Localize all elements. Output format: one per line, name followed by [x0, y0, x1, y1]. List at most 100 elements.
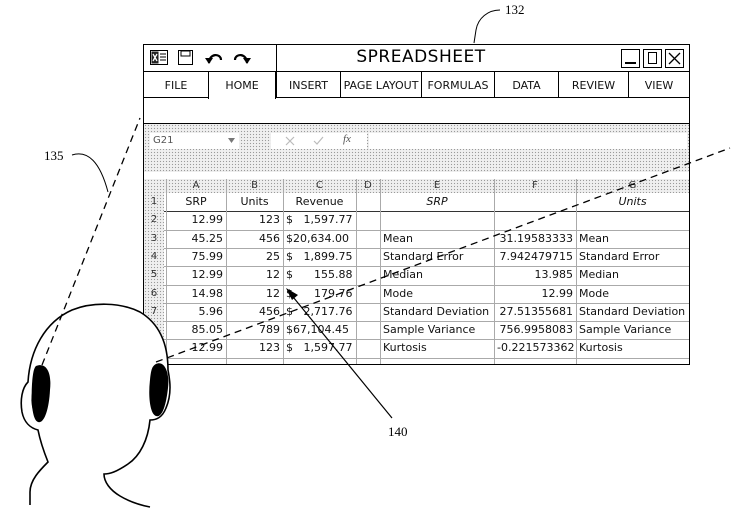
cell-f6[interactable]: 12.99	[541, 286, 574, 300]
cell-c1[interactable]: Revenue	[295, 195, 344, 208]
minimize-button[interactable]	[621, 49, 640, 68]
cell-c8[interactable]: $67,104.45	[286, 323, 349, 337]
redo-icon[interactable]	[230, 50, 252, 65]
column-header-f[interactable]: F	[532, 180, 538, 191]
cell-g7[interactable]: Standard Deviation	[579, 304, 686, 318]
tab-formulas[interactable]: FORMULAS	[422, 72, 495, 97]
tab-page-layout[interactable]: PAGE LAYOUT	[341, 72, 422, 97]
cell-a1[interactable]: SRP	[185, 195, 207, 208]
tab-view[interactable]: VIEW	[644, 79, 674, 92]
cell-c4[interactable]: $ 1,899.75	[286, 249, 353, 263]
row-header-3[interactable]: 3	[150, 232, 158, 244]
right-ear-icon	[157, 387, 165, 415]
cell-c9[interactable]: $ 1,597.77	[286, 341, 353, 355]
column-header-b[interactable]: B	[251, 180, 258, 191]
undo-icon[interactable]	[204, 50, 226, 65]
cell-g5[interactable]: Median	[579, 268, 620, 282]
cell-e9[interactable]: Kurtosis	[383, 341, 427, 355]
tab-review[interactable]: REVIEW	[559, 72, 629, 97]
column-header-e[interactable]: E	[433, 180, 441, 191]
cell-g3[interactable]: Mean	[579, 231, 609, 245]
title-bar: SPREADSHEET	[144, 45, 689, 72]
tab-insert[interactable]: INSERT	[276, 72, 341, 97]
column-header-d[interactable]: D	[364, 180, 372, 191]
cell-g8[interactable]: Sample Variance	[579, 323, 672, 337]
formula-bar: G21 fx	[144, 124, 689, 172]
cell-a4[interactable]: 75.99	[191, 249, 224, 263]
cell-b8[interactable]: 789	[259, 323, 280, 337]
cell-b3[interactable]: 456	[259, 231, 280, 245]
column-header-g[interactable]: G	[628, 180, 637, 191]
cell-a3[interactable]: 45.25	[191, 231, 224, 245]
leader-line-135	[71, 153, 109, 193]
cell-c3[interactable]: $20,634.00	[286, 231, 349, 245]
row-header-5[interactable]: 5	[150, 269, 158, 281]
excel-logo-icon[interactable]	[150, 50, 168, 65]
cell-g9[interactable]: Kurtosis	[579, 341, 623, 355]
row-header-2[interactable]: 2	[150, 214, 158, 226]
row-header-1[interactable]: 1	[150, 196, 158, 207]
tab-home[interactable]: HOME	[208, 72, 276, 99]
row-header-6[interactable]: 6	[150, 287, 158, 299]
dropdown-arrow-icon[interactable]	[228, 138, 235, 143]
row-gridline	[164, 302, 689, 304]
save-icon[interactable]	[178, 50, 193, 65]
ribbon-tabs: FILE HOME INSERT PAGE LAYOUT FORMULAS DA…	[144, 72, 689, 99]
column-gridline	[380, 179, 381, 364]
cell-f3[interactable]: 31.19583333	[499, 231, 573, 245]
cell-g6[interactable]: Mode	[579, 286, 609, 300]
cell-e4[interactable]: Standard Error	[383, 249, 464, 263]
cell-f7[interactable]: 27.51355681	[499, 304, 573, 318]
name-box[interactable]: G21	[150, 133, 239, 149]
window-controls	[621, 49, 687, 68]
cell-c2[interactable]: $ 1,597.77	[286, 213, 353, 227]
cell-c7[interactable]: $ 2,717.76	[286, 304, 353, 318]
cell-e8[interactable]: Sample Variance	[383, 323, 476, 337]
cell-e6[interactable]: Mode	[383, 286, 413, 300]
cell-b7[interactable]: 456	[259, 304, 280, 318]
fx-icon[interactable]: fx	[343, 133, 351, 145]
cell-f8[interactable]: 756.9958083	[499, 323, 573, 337]
cell-g1[interactable]: Units	[618, 195, 647, 208]
cell-g4[interactable]: Standard Error	[579, 249, 660, 263]
row-header-4[interactable]: 4	[150, 250, 158, 262]
cell-c5[interactable]: $ 155.88	[286, 268, 353, 282]
cell-b9[interactable]: 123	[259, 341, 280, 355]
quick-access-toolbar	[144, 45, 277, 71]
cell-a8[interactable]: 85.05	[191, 323, 224, 337]
close-button[interactable]	[665, 49, 684, 68]
cell-e5[interactable]: Median	[383, 268, 424, 282]
cell-f9[interactable]: -0.221573362	[497, 341, 575, 355]
cell-a6[interactable]: 14.98	[191, 286, 224, 300]
formula-input[interactable]	[369, 133, 687, 149]
ribbon-toolbar	[144, 98, 689, 124]
column-header-c[interactable]: C	[316, 180, 323, 191]
cell-c6[interactable]: $ 179.76	[286, 286, 353, 300]
cell-e3[interactable]: Mean	[383, 231, 413, 245]
cell-e7[interactable]: Standard Deviation	[383, 304, 490, 318]
cell-e1[interactable]: SRP	[426, 195, 448, 208]
row-header-9[interactable]: 9	[150, 342, 158, 354]
x-icon[interactable]	[285, 136, 295, 146]
cell-b6[interactable]: 12	[266, 286, 280, 300]
cell-a7[interactable]: 5.96	[198, 304, 224, 318]
cell-b2[interactable]: 123	[259, 213, 280, 227]
cell-b5[interactable]: 12	[266, 268, 280, 282]
cell-f4[interactable]: 7.942479715	[499, 249, 573, 263]
tab-file[interactable]: FILE	[164, 79, 188, 92]
cell-a9[interactable]: 12.99	[191, 341, 224, 355]
cell-a2[interactable]: 12.99	[191, 213, 224, 227]
check-icon[interactable]	[313, 136, 324, 146]
cell-f5[interactable]: 13.985	[534, 268, 574, 282]
ref-label-head: 100	[91, 395, 111, 410]
cell-b1[interactable]: Units	[240, 195, 269, 208]
cell-a5[interactable]: 12.99	[191, 268, 224, 282]
left-earpiece-icon	[31, 365, 51, 423]
column-header-a[interactable]: A	[192, 180, 200, 191]
cell-b4[interactable]: 25	[266, 249, 280, 263]
row-gridline	[164, 357, 689, 359]
tab-data[interactable]: DATA	[495, 72, 559, 97]
maximize-button[interactable]	[643, 49, 662, 68]
row-header-7[interactable]: 7	[150, 305, 158, 317]
row-header-8[interactable]: 8	[150, 324, 158, 336]
